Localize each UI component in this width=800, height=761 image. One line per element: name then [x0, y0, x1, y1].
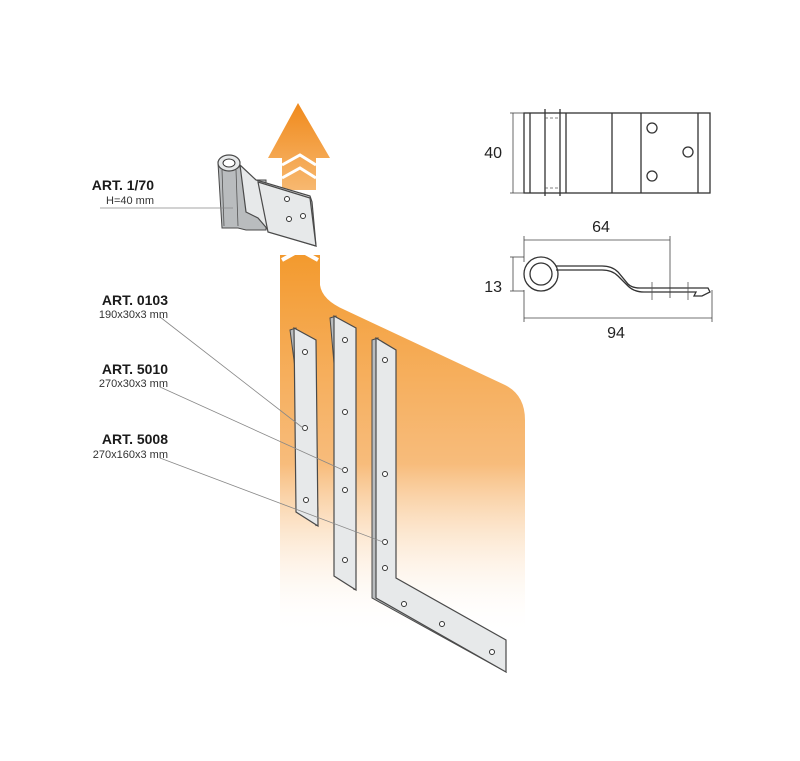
plate-0103-illustration [289, 326, 319, 528]
label-sub: 270x30x3 mm [99, 378, 168, 390]
label-sub: 190x30x3 mm [99, 309, 168, 321]
leader-lines [100, 207, 384, 543]
plate-5010-illustration [329, 314, 357, 592]
label-sub: 270x160x3 mm [93, 449, 168, 461]
label-art-1-70: ART. 1/70 H=40 mm [92, 177, 154, 207]
label-title: ART. 5010 [102, 361, 168, 377]
dimension-length-total: 94 [607, 325, 625, 342]
dimension-height: 40 [484, 145, 502, 162]
label-art-0103: ART. 0103 190x30x3 mm [99, 292, 168, 321]
label-title: ART. 1/70 [92, 177, 154, 193]
label-sub: H=40 mm [106, 195, 154, 207]
dimension-thickness: 13 [484, 279, 502, 296]
technical-side-view: 64 13 94 [484, 219, 713, 342]
label-title: ART. 5008 [102, 431, 168, 447]
label-title: ART. 0103 [102, 292, 168, 308]
plate-5008-illustration [371, 336, 507, 674]
label-art-5010: ART. 5010 270x30x3 mm [99, 361, 168, 390]
label-art-5008: ART. 5008 270x160x3 mm [93, 431, 168, 461]
technical-front-view: 40 [484, 109, 711, 196]
hinge-part-illustration [217, 154, 317, 247]
dimension-length-top: 64 [592, 219, 610, 236]
